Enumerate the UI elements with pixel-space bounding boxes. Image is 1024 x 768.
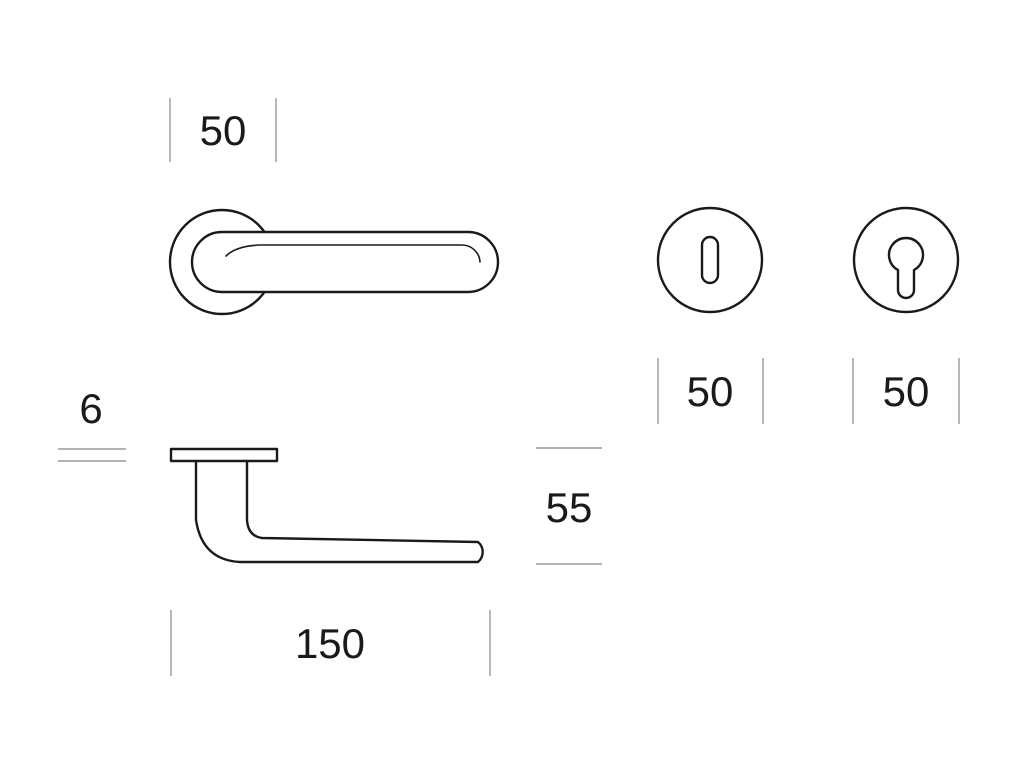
escutcheon-key (656, 206, 764, 314)
dimension-handle-height: 55 (536, 447, 602, 565)
dimension-rose-thickness: 6 (58, 385, 126, 462)
dimension-escutcheon-key-width: 50 (657, 358, 764, 424)
handle-side-view (169, 447, 484, 564)
dimension-escutcheon-cylinder-width: 50 (852, 358, 960, 424)
dimension-handle-length: 150 (170, 610, 491, 676)
escutcheon-key-width-label: 50 (687, 368, 734, 415)
lever-top-outline (190, 230, 500, 294)
escutcheon-cylinder (852, 206, 960, 314)
escutcheon-cylinder-width-label: 50 (883, 368, 930, 415)
rose-thickness-label: 6 (79, 385, 102, 432)
handle-top-view (168, 208, 500, 316)
keyhole-slot (700, 235, 720, 285)
euro-cylinder-cutout (887, 236, 925, 300)
handle-length-label: 150 (295, 620, 365, 667)
lever-top-inner-edge (225, 244, 481, 263)
handle-height-label: 55 (546, 484, 593, 531)
dimension-rose-width: 50 (169, 98, 277, 162)
lever-side-outline (194, 458, 484, 564)
rose-plate-side (169, 447, 279, 463)
rose-width-label: 50 (200, 107, 247, 154)
